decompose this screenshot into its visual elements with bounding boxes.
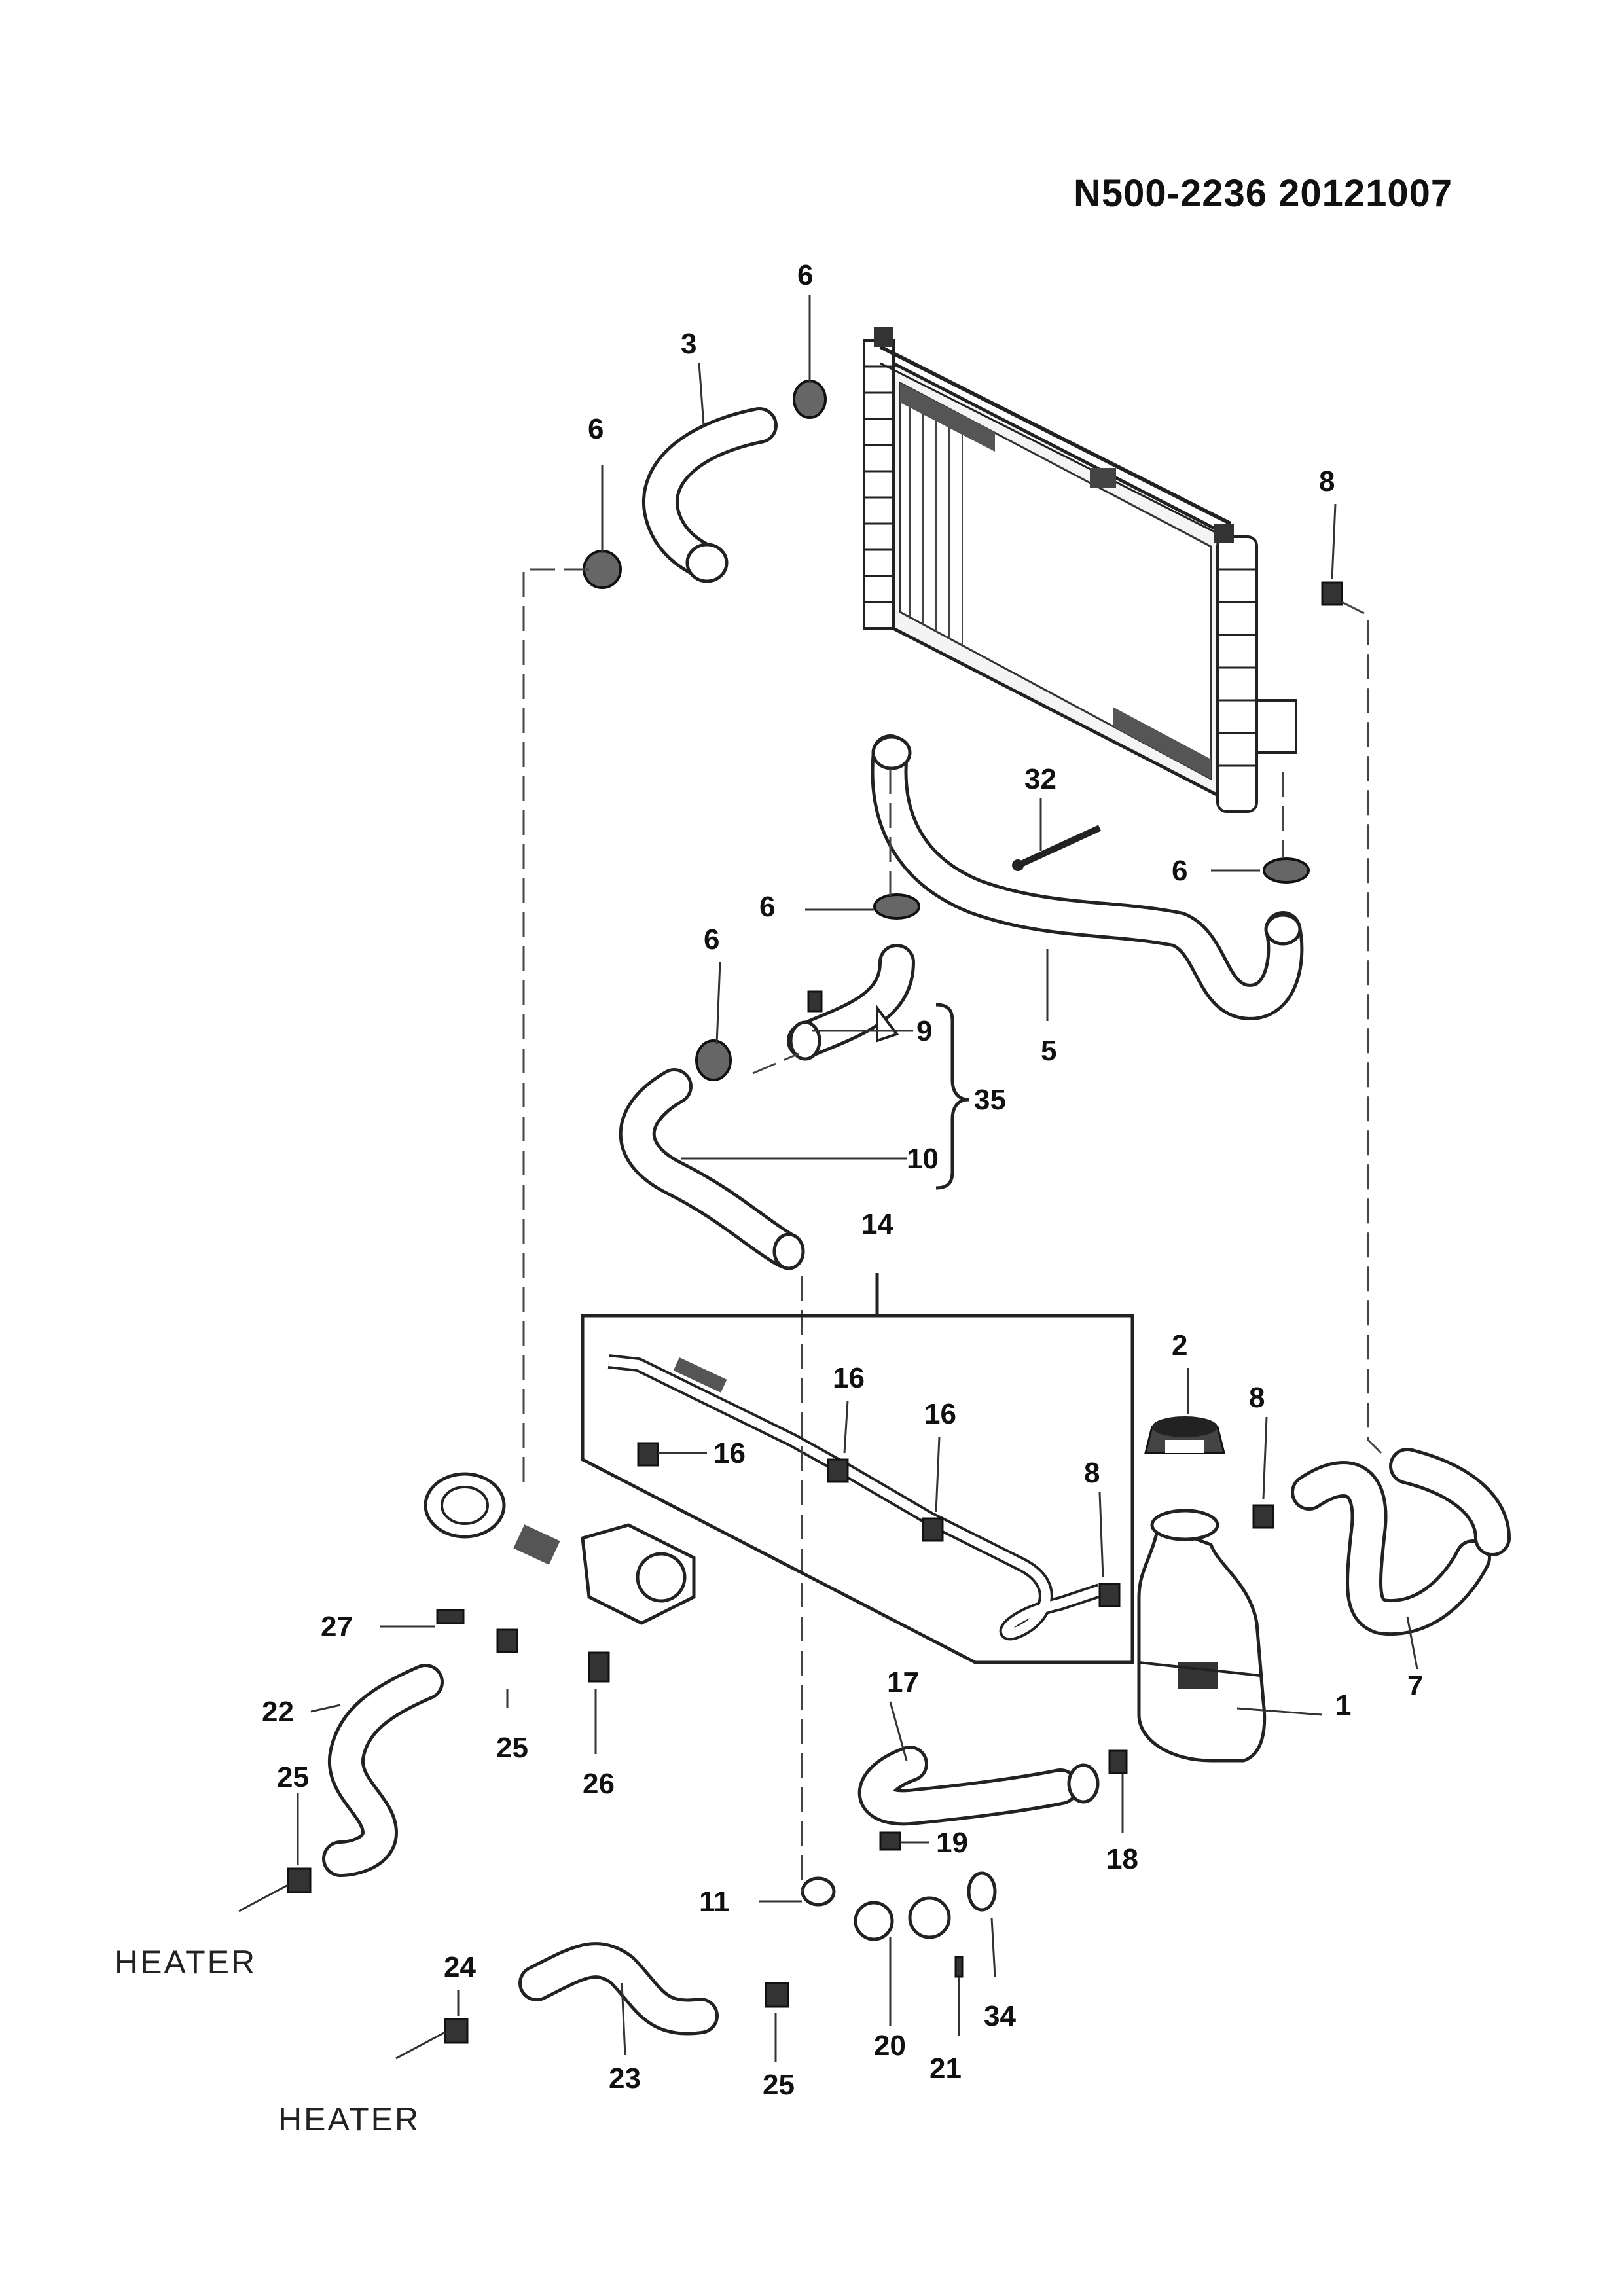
- hose-22: [322, 1664, 444, 1877]
- callout-25a: 25: [496, 1732, 528, 1764]
- callout-8a: 8: [1319, 465, 1335, 497]
- document-code: N500-2236 20121007: [1074, 172, 1453, 215]
- callout-1: 1: [1335, 1689, 1351, 1721]
- callout-6d: 6: [759, 891, 775, 923]
- alignment-lines: [522, 568, 1382, 1892]
- callout-14: 14: [861, 1208, 893, 1240]
- heater-label-upper: HEATER: [115, 1944, 257, 1981]
- callout-27: 27: [321, 1611, 353, 1643]
- hose-3: [641, 407, 778, 583]
- callout-5: 5: [1041, 1035, 1056, 1067]
- callout-8c: 8: [1084, 1457, 1100, 1489]
- callout-19: 19: [936, 1827, 968, 1859]
- callout-22: 22: [262, 1696, 294, 1728]
- hose-23: [518, 1942, 719, 2036]
- pipe-9: [787, 944, 915, 1061]
- reservoir-1: [1137, 1509, 1267, 1763]
- callout-25c: 25: [763, 2069, 795, 2101]
- fitting-20: [801, 1871, 997, 1941]
- callout-25b: 25: [277, 1761, 309, 1793]
- callout-16c: 16: [713, 1437, 746, 1469]
- callout-23: 23: [609, 2062, 641, 2094]
- callout-6c: 6: [1172, 855, 1187, 887]
- thermostat-housing: [424, 1472, 696, 1625]
- callout-11: 11: [699, 1886, 730, 1918]
- assembly-14-box: [581, 1273, 1134, 1664]
- hose-17: [857, 1746, 1100, 1826]
- callout-35: 35: [974, 1084, 1006, 1116]
- callout-17: 17: [887, 1666, 919, 1698]
- callout-7: 7: [1407, 1670, 1423, 1702]
- pipe-14: [607, 1354, 1102, 1641]
- callout-numbers: 1 2 3 5 6 6 6 6 6 6 7 8 8 8 9 10 11 14 1…: [262, 259, 1423, 2101]
- callout-32: 32: [1024, 763, 1056, 795]
- callout-24: 24: [444, 1951, 476, 1983]
- callout-9: 9: [916, 1015, 932, 1047]
- cap-2: [1144, 1416, 1225, 1454]
- callout-21: 21: [929, 2053, 962, 2085]
- callout-34: 34: [984, 2000, 1016, 2032]
- heater-label-lower: HEATER: [278, 2101, 420, 2138]
- callout-6a: 6: [797, 259, 813, 291]
- clamps: [287, 380, 1343, 2044]
- callout-20: 20: [874, 2030, 906, 2062]
- bracket-35: [935, 1003, 969, 1190]
- callout-26: 26: [583, 1768, 615, 1800]
- radiator: [863, 327, 1297, 813]
- callout-16a: 16: [833, 1362, 865, 1394]
- hose-5: [871, 734, 1304, 1020]
- callout-8b: 8: [1249, 1382, 1265, 1414]
- callout-18: 18: [1106, 1843, 1138, 1875]
- callout-6b: 6: [588, 413, 604, 445]
- callout-16b: 16: [924, 1398, 956, 1430]
- callout-3: 3: [681, 328, 696, 360]
- hose-10: [619, 1068, 805, 1270]
- callout-2: 2: [1172, 1329, 1187, 1361]
- bolt-32: [1012, 825, 1102, 871]
- leader-lines: [238, 295, 1418, 2062]
- hose-7: [1291, 1448, 1511, 1636]
- callout-10: 10: [907, 1143, 939, 1175]
- callout-6e: 6: [704, 924, 719, 956]
